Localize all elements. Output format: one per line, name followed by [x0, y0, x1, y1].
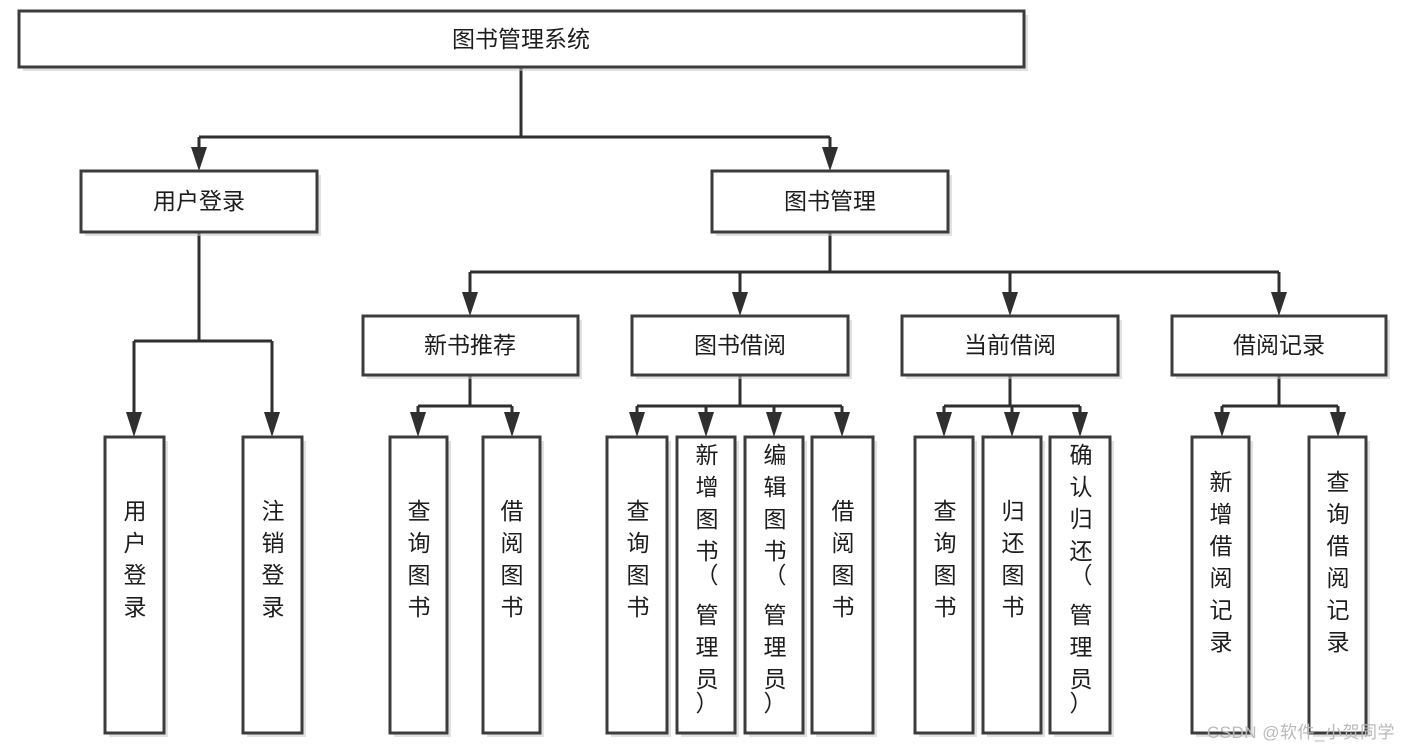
arrowhead-leaf-logout	[264, 412, 280, 437]
arrowhead-leaf-query-book-2	[629, 412, 645, 437]
node-leaf-return-book-box	[981, 435, 1043, 735]
node-current-borrow-box	[900, 314, 1120, 377]
arrowhead-leaf-query-book-3	[936, 412, 952, 437]
node-leaf-confirm-return-box	[1048, 435, 1112, 735]
node-borrow-record-box	[1170, 314, 1388, 377]
node-root[interactable]: 图书管理系统	[17, 9, 1028, 71]
node-book-manage-label: 图书管理	[784, 188, 876, 214]
node-leaf-return-book[interactable]: 归还图书	[981, 435, 1045, 737]
node-borrow-record[interactable]: 借阅记录	[1170, 314, 1390, 379]
node-leaf-query-book-1-label: 查询图书	[408, 498, 431, 620]
node-new-book-rec[interactable]: 新书推荐	[361, 314, 582, 379]
node-leaf-borrow-book-1[interactable]: 借阅图书	[481, 435, 544, 737]
node-leaf-query-book-3-box	[913, 435, 975, 735]
node-leaf-query-book-1-box	[388, 435, 449, 735]
node-leaf-borrow-book-1-box	[481, 435, 542, 735]
node-leaf-add-book-box	[675, 435, 737, 735]
arrowhead-book-borrow	[732, 292, 748, 316]
node-root-box	[17, 9, 1026, 69]
arrowhead-leaf-add-record	[1214, 412, 1230, 437]
node-user-login[interactable]: 用户登录	[79, 169, 321, 236]
node-leaf-borrow-book-1-label: 借阅图书	[501, 498, 524, 620]
node-leaf-logout-label: 注销登录	[262, 498, 285, 620]
node-user-login-box	[79, 169, 319, 234]
node-leaf-user-login[interactable]: 用户登录	[103, 435, 168, 737]
arrowhead-leaf-edit-book	[766, 412, 782, 437]
node-current-borrow-label: 当前借阅	[964, 332, 1056, 358]
arrowhead-leaf-confirm-return	[1072, 412, 1088, 437]
node-user-login-label: 用户登录	[153, 188, 245, 214]
node-leaf-query-book-2-box	[605, 435, 669, 735]
node-leaf-logout[interactable]: 注销登录	[241, 435, 306, 737]
node-new-book-rec-box	[361, 314, 580, 377]
node-leaf-user-login-label: 用户登录	[124, 498, 147, 620]
arrowhead-leaf-borrow-book-2	[834, 412, 850, 437]
node-leaf-query-book-2-label: 查询图书	[627, 498, 650, 620]
arrowhead-current-borrow	[1002, 292, 1018, 316]
node-leaf-confirm-return-label: 确认归还（管理员）	[1070, 442, 1093, 716]
node-new-book-rec-label: 新书推荐	[424, 332, 516, 358]
node-leaf-add-book[interactable]: 新增图书（管理员）	[675, 435, 739, 737]
arrowhead-user-login	[191, 147, 207, 171]
node-leaf-return-book-label: 归还图书	[1002, 498, 1025, 620]
node-leaf-add-record[interactable]: 新增借阅记录	[1190, 435, 1253, 737]
node-leaf-add-book-label: 新增图书（管理员）	[696, 442, 719, 716]
arrowhead-leaf-query-record	[1330, 412, 1346, 437]
node-leaf-edit-book-box	[743, 435, 805, 735]
node-leaf-query-book-3[interactable]: 查询图书	[913, 435, 977, 737]
node-leaf-query-record-box	[1307, 435, 1368, 735]
arrowhead-borrow-record	[1271, 292, 1287, 316]
node-leaf-add-record-box	[1190, 435, 1251, 735]
edge-layer	[126, 68, 1346, 437]
node-leaf-logout-box	[241, 435, 304, 735]
node-book-manage-box	[710, 169, 950, 234]
node-leaf-edit-book[interactable]: 编辑图书（管理员）	[743, 435, 807, 737]
node-current-borrow[interactable]: 当前借阅	[900, 314, 1122, 379]
node-leaf-query-record-label: 查询借阅记录	[1327, 469, 1350, 655]
node-leaf-borrow-book-2-box	[810, 435, 875, 735]
node-leaf-add-record-label: 新增借阅记录	[1210, 469, 1233, 655]
node-book-borrow[interactable]: 图书借阅	[630, 314, 852, 379]
arrowhead-leaf-add-book	[698, 412, 714, 437]
node-leaf-query-book-3-label: 查询图书	[934, 498, 957, 620]
node-leaf-confirm-return[interactable]: 确认归还（管理员）	[1048, 435, 1114, 737]
arrowhead-new-book-rec	[462, 292, 478, 316]
node-book-manage[interactable]: 图书管理	[710, 169, 952, 236]
arrowhead-leaf-query-book-1	[410, 412, 426, 437]
arrowhead-leaf-return-book	[1004, 412, 1020, 437]
node-leaf-edit-book-label: 编辑图书（管理员）	[764, 442, 787, 716]
node-leaf-query-book-2[interactable]: 查询图书	[605, 435, 671, 737]
arrowhead-leaf-borrow-book-1	[504, 412, 520, 437]
node-leaf-query-book-1[interactable]: 查询图书	[388, 435, 451, 737]
node-leaf-borrow-book-2-label: 借阅图书	[832, 498, 855, 620]
node-book-borrow-box	[630, 314, 850, 377]
node-borrow-record-label: 借阅记录	[1233, 332, 1325, 358]
node-root-label: 图书管理系统	[452, 26, 590, 52]
node-leaf-borrow-book-2[interactable]: 借阅图书	[810, 435, 877, 737]
arrowhead-book-manage	[822, 147, 838, 171]
node-leaf-query-record[interactable]: 查询借阅记录	[1307, 435, 1370, 737]
arrowhead-leaf-user-login	[126, 412, 142, 437]
node-leaf-user-login-box	[103, 435, 166, 735]
node-book-borrow-label: 图书借阅	[694, 332, 786, 358]
